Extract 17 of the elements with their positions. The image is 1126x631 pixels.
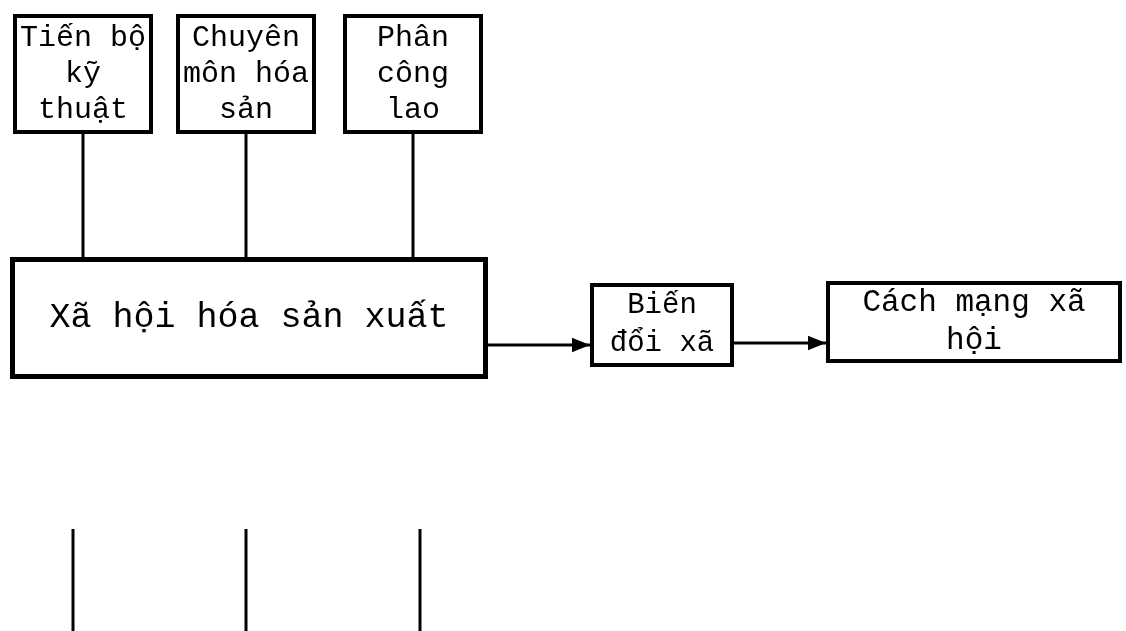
box-label: Cách mạng xã hội [861,284,1087,360]
connector-line [411,134,415,257]
box-label: Tiến bộ kỹ thuật [19,20,147,128]
process-box [13,14,153,134]
process-box [176,14,316,134]
connector-line [244,134,248,257]
process-box [590,283,734,367]
connector-line [81,134,85,257]
box-label: Phân công lao [376,20,450,128]
process-box [10,257,488,379]
box-label: Chuyên môn hóa sản [182,20,310,128]
box-label: Xã hội hóa sản xuất [49,297,449,339]
arrow [488,337,590,353]
process-box [343,14,483,134]
process-box [826,281,1122,363]
arrow [734,335,826,351]
box-label: Biến đổi xã [608,288,716,362]
